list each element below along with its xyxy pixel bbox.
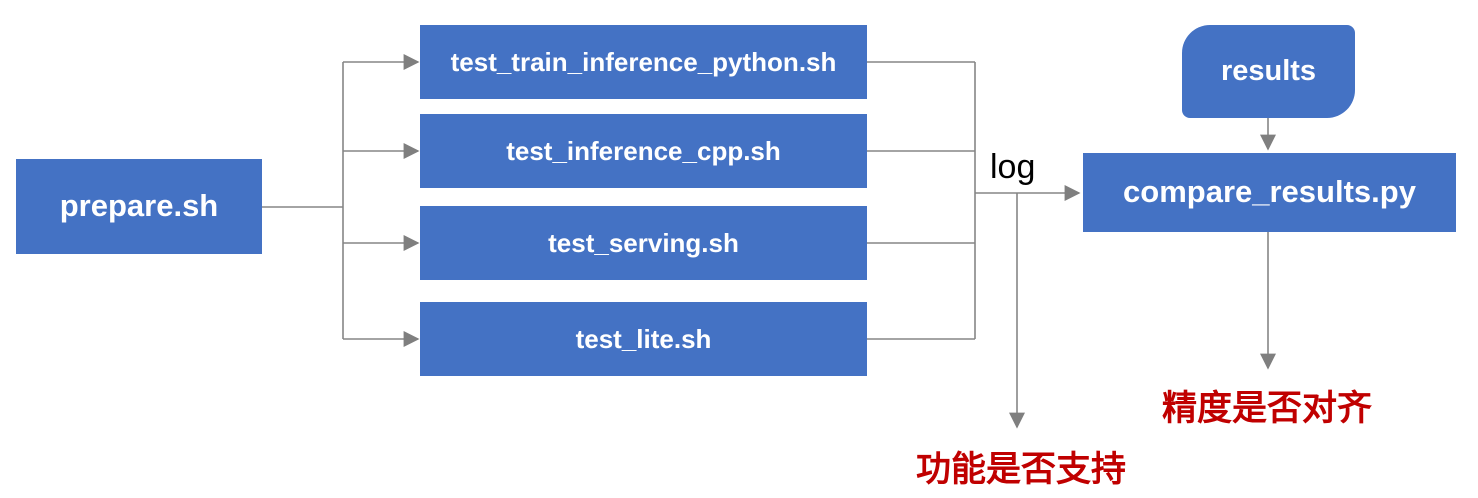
annotation-function-support: 功能是否支持 bbox=[916, 450, 1127, 489]
edge-label-log: log bbox=[990, 148, 1036, 186]
node-test-train-inference-python-sh: test_train_inference_python.sh bbox=[420, 25, 867, 99]
node-prepare-sh: prepare.sh bbox=[16, 159, 262, 254]
node-test-lite-sh: test_lite.sh bbox=[420, 302, 867, 376]
annotation-precision-aligned: 精度是否对齐 bbox=[1162, 389, 1373, 428]
node-compare-results-py: compare_results.py bbox=[1083, 153, 1456, 232]
node-results: results bbox=[1182, 25, 1355, 118]
node-test-inference-cpp-sh: test_inference_cpp.sh bbox=[420, 114, 867, 188]
node-test-serving-sh: test_serving.sh bbox=[420, 206, 867, 280]
